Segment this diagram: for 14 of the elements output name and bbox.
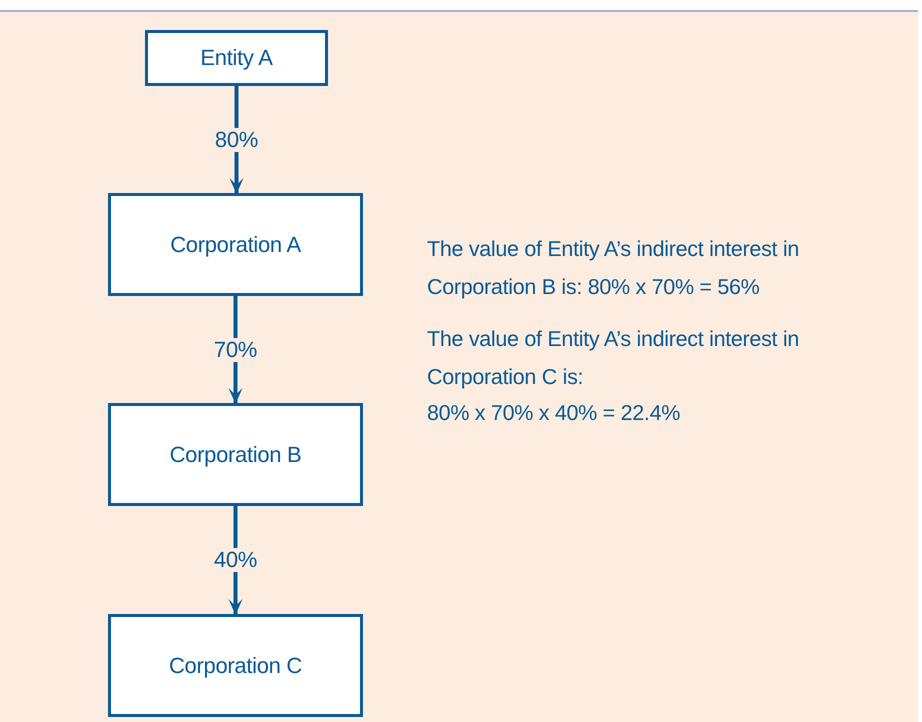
entity-name: Entity A [200, 45, 273, 71]
edge-label: 70% [212, 338, 258, 362]
entity-box [108, 614, 363, 717]
entity-name: Corporation B [170, 442, 302, 468]
note-text: The value of Entity A’s indirect interest in Corporation C is: [427, 326, 800, 391]
note-text: 80% x 70% x 40% = 22.4% [427, 400, 682, 427]
edge-label: 80% [214, 128, 260, 152]
entity-box [108, 403, 363, 506]
entity-name: Corporation C [168, 652, 302, 678]
entity-box [145, 30, 328, 86]
entity-box [108, 193, 363, 296]
note-text: The value of Entity A’s indirect interest in Corporation B is: 80% x 70% = 56% [427, 236, 800, 301]
entity-name: Corporation A [170, 232, 301, 258]
edge-label: 40% [212, 548, 258, 572]
